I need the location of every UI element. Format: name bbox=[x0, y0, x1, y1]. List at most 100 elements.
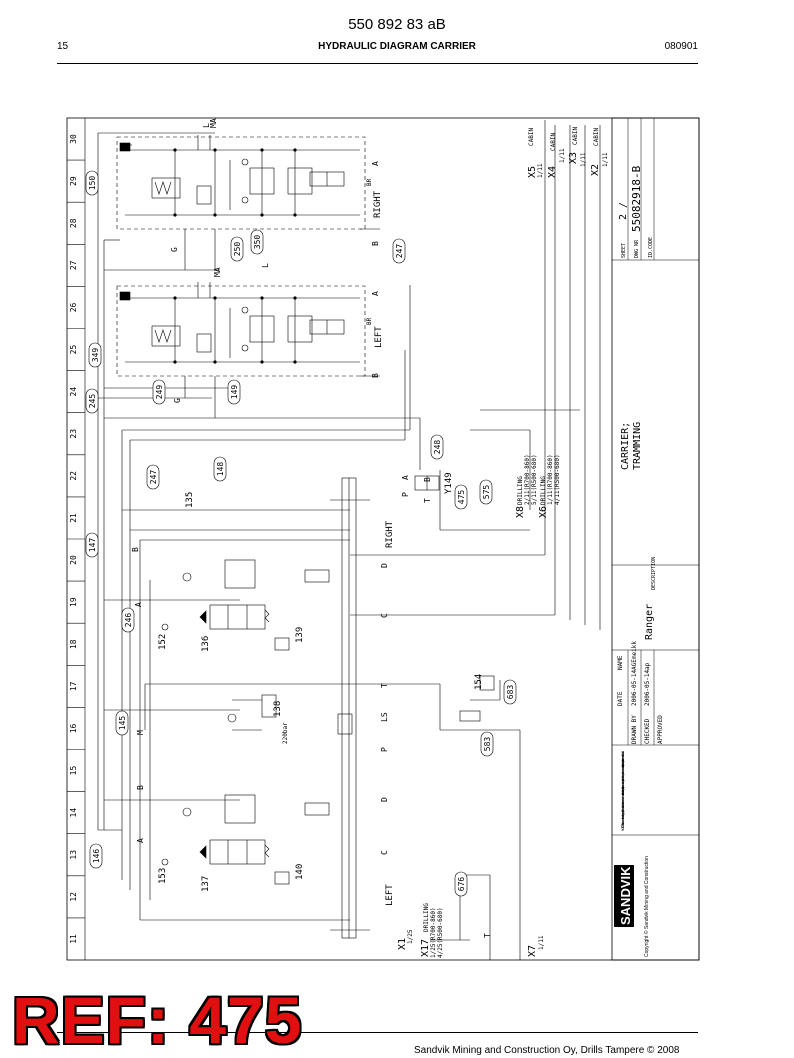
grid-column-19: 19 bbox=[69, 597, 78, 607]
tb-checked-date: 2006-05-14 bbox=[644, 669, 651, 706]
pipe-network bbox=[97, 120, 601, 960]
connector-x8-line3: 5/11(R500-680) bbox=[531, 454, 538, 505]
label-br-right: BR bbox=[366, 178, 373, 186]
connector-x3: X3 bbox=[568, 152, 579, 164]
grid-column-27: 27 bbox=[69, 260, 78, 270]
port-p-main: P bbox=[380, 747, 389, 752]
left-brake-module bbox=[116, 282, 366, 377]
drawing-frame bbox=[66, 117, 700, 961]
tb-dwg-value: 55082918-B bbox=[630, 165, 643, 232]
tb-checked-name: ap bbox=[644, 662, 651, 670]
balloon-label: 145 bbox=[118, 716, 127, 731]
balloon-label: 150 bbox=[88, 176, 97, 191]
grid-column-16: 16 bbox=[69, 723, 78, 733]
port-b-y149: B bbox=[423, 477, 432, 482]
grid-column-28: 28 bbox=[69, 218, 78, 228]
tb-date-heading: DATE bbox=[617, 691, 624, 706]
tb-sheet-label: SHEET bbox=[621, 243, 627, 258]
balloon-label: 147 bbox=[88, 538, 97, 553]
port-m: M bbox=[136, 730, 145, 735]
component-140: 140 bbox=[295, 864, 305, 880]
component-154: 154 bbox=[474, 674, 484, 690]
connector-x2-pin: 1/11 bbox=[602, 152, 609, 167]
label-left-main: LEFT bbox=[385, 884, 395, 906]
balloon-outline bbox=[392, 238, 406, 264]
tb-copyright: Copyright © Sandvik Mining and Construct… bbox=[643, 856, 650, 957]
header-rule bbox=[57, 63, 698, 64]
date-code: 080901 bbox=[664, 41, 698, 52]
balloon-outline bbox=[230, 236, 244, 262]
component-135: 135 bbox=[185, 492, 195, 508]
footer-text: Sandvik Mining and Construction Oy, Dril… bbox=[414, 1045, 680, 1056]
port-a-y149: A bbox=[401, 475, 410, 480]
port-g-top: G bbox=[170, 247, 179, 252]
connector-x4-pin: 1/11 bbox=[559, 148, 566, 163]
valve-y149 bbox=[414, 475, 440, 491]
grid-column-17: 17 bbox=[69, 681, 78, 691]
balloon-label: 250 bbox=[233, 242, 242, 257]
balloon-outline bbox=[479, 479, 493, 505]
label-br-left: BR bbox=[366, 317, 373, 325]
balloon-label: 683 bbox=[506, 685, 515, 700]
balloon-label: 249 bbox=[155, 385, 164, 400]
port-t-y149: T bbox=[423, 498, 432, 503]
connector-x17-line1: DRILLING bbox=[423, 903, 430, 932]
grid-column-20: 20 bbox=[69, 555, 78, 565]
grid-column-18: 18 bbox=[69, 639, 78, 649]
grid-column-23: 23 bbox=[69, 429, 78, 439]
connector-x8: X8 bbox=[515, 506, 526, 518]
component-138: 138 bbox=[273, 701, 283, 717]
balloon-label: 676 bbox=[457, 877, 466, 892]
balloon-label: 475 bbox=[457, 490, 466, 505]
grid-column-21: 21 bbox=[69, 513, 78, 523]
balloon-outline bbox=[227, 379, 241, 405]
valve-138 bbox=[227, 694, 353, 735]
balloon-outline bbox=[85, 170, 99, 196]
tb-name-heading: NAME bbox=[617, 655, 624, 670]
connector-x7-pin: 1/11 bbox=[538, 935, 545, 950]
port-c-left: C bbox=[380, 850, 389, 855]
page-title: HYDRAULIC DIAGRAM CARRIER bbox=[318, 41, 476, 52]
grid-column-13: 13 bbox=[69, 850, 78, 860]
grid-column-15: 15 bbox=[69, 766, 78, 776]
port-a-136: A bbox=[134, 602, 143, 607]
grid-column-12: 12 bbox=[69, 892, 78, 902]
balloon-label: 148 bbox=[216, 462, 225, 477]
connector-x6: X6 bbox=[538, 506, 549, 518]
tb-id-code-label: ID.CODE bbox=[648, 237, 654, 258]
grid-column-26: 26 bbox=[69, 302, 78, 312]
balloon-outline bbox=[454, 484, 468, 510]
port-t-main: T bbox=[380, 683, 389, 688]
port-t-x7: T bbox=[483, 933, 492, 938]
connector-x5: X5 bbox=[527, 166, 538, 178]
port-b-right-top: B bbox=[371, 241, 380, 246]
balloon-outline bbox=[213, 456, 227, 482]
connector-x3-pin: 1/11 bbox=[580, 152, 587, 167]
tb-approved: APPROVED bbox=[657, 715, 664, 744]
balloon-outline bbox=[146, 464, 160, 490]
component-137: 137 bbox=[201, 876, 211, 892]
connector-x8-line2: 2/11(R700-860) bbox=[524, 454, 531, 505]
component-139: 139 bbox=[295, 627, 305, 643]
connector-x8-line1: DRILLING bbox=[517, 476, 524, 505]
right-brake-module bbox=[116, 135, 366, 230]
balloon-label: 349 bbox=[91, 348, 100, 363]
label-right-main: RIGHT bbox=[385, 520, 395, 548]
document-code: 550 892 83 aB bbox=[348, 16, 446, 33]
balloon-label: 149 bbox=[230, 385, 239, 400]
connector-x2: X2 bbox=[590, 164, 601, 176]
connector-x17: X17 bbox=[420, 939, 431, 957]
connector-x3-note: CABIN bbox=[572, 127, 579, 145]
tb-sheet-value: 2 / bbox=[618, 202, 629, 220]
balloon-label: 246 bbox=[124, 613, 133, 628]
connector-x2-note: CABIN bbox=[593, 128, 600, 146]
port-c-right: C bbox=[380, 613, 389, 618]
connector-x17-line3: 4/25(R500-680) bbox=[437, 907, 444, 958]
tb-drawn-name: AGEmeikk bbox=[631, 641, 638, 670]
tb-notice: NOTICE! This document is the exclusive p… bbox=[621, 751, 625, 831]
balloon-outline bbox=[503, 679, 517, 705]
balloon-label: 245 bbox=[88, 394, 97, 409]
ref-stamp: REF: 475 bbox=[12, 983, 303, 1057]
